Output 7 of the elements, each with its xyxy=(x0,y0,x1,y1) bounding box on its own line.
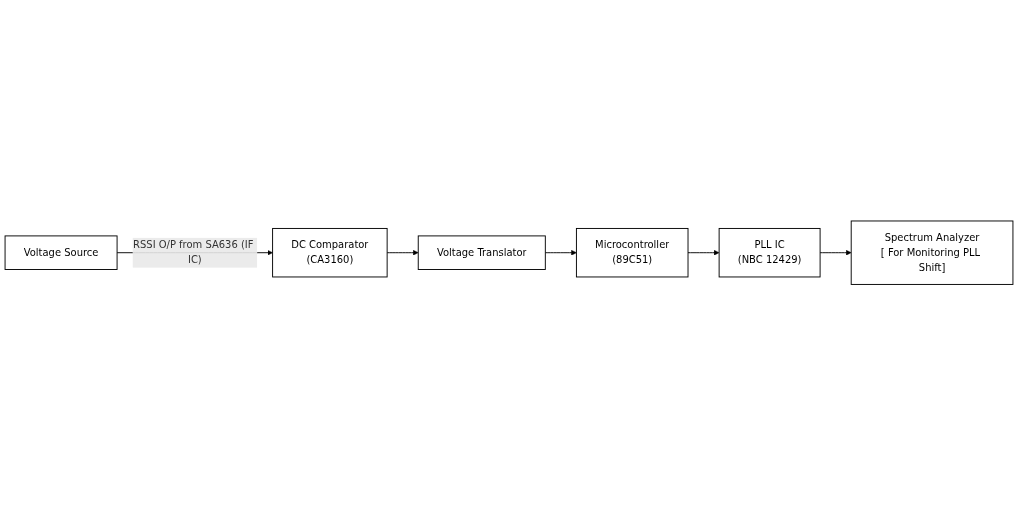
node-box: Voltage Translator xyxy=(417,235,546,271)
node-box: DC Comparator (CA3160) xyxy=(272,228,388,278)
node-box: PLL IC (NBC 12429) xyxy=(718,228,821,278)
node-box: Spectrum Analyzer [ For Monitoring PLL Shift] xyxy=(850,220,1014,286)
node-box: Voltage Source xyxy=(4,235,118,271)
node-box: Microcontroller (89C51) xyxy=(575,228,689,278)
edge-label: RSSI O/P from SA636 (IF IC) xyxy=(133,239,254,267)
